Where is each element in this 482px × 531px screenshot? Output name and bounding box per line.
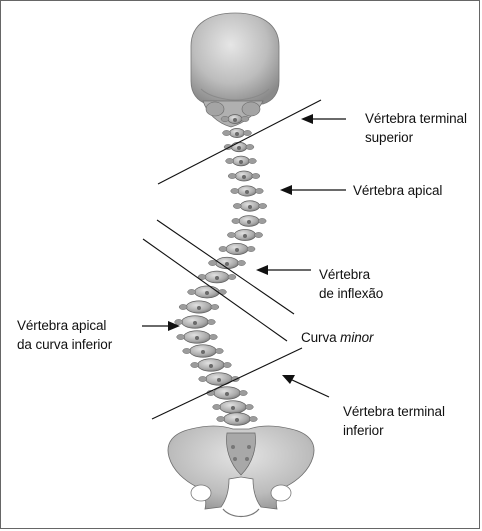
transverse-process [223, 130, 231, 135]
transverse-process [227, 232, 235, 237]
label-apical-inferior: Vértebra apical da curva inferior [17, 316, 112, 354]
transverse-process [239, 390, 247, 395]
pelvis [168, 426, 314, 517]
transverse-process [241, 116, 249, 121]
spinous-process [237, 146, 241, 150]
label-inflexao-line2: de inflexão [319, 284, 383, 303]
label-terminal-superior-line2: superior [365, 128, 467, 147]
label-apical: Vértebra apical [353, 181, 442, 200]
label-apical-inferior-line1: Vértebra apical [17, 316, 112, 335]
label-curva-prefix: Curva [301, 330, 340, 345]
spinous-process [217, 378, 221, 382]
spinous-process [209, 364, 213, 368]
transverse-process [246, 144, 254, 149]
transverse-process [211, 304, 219, 309]
transverse-process [228, 274, 236, 279]
transverse-process [259, 203, 267, 208]
transverse-process [209, 334, 217, 339]
spinous-process [242, 175, 246, 179]
label-curva-minor-text: Curva minor [301, 328, 373, 347]
transverse-process [213, 404, 221, 409]
transverse-process [233, 203, 241, 208]
spinous-process [248, 205, 252, 209]
transverse-process [215, 348, 223, 353]
vertebral-column [175, 115, 267, 426]
spinous-process [195, 336, 199, 340]
spinous-process [193, 321, 197, 325]
spinous-process [225, 392, 229, 396]
label-apical-inferior-line2: da curva inferior [17, 335, 112, 354]
spinous-process [215, 276, 219, 280]
label-inflexao: Vértebra de inflexão [319, 265, 383, 303]
transverse-process [191, 362, 199, 367]
transverse-process [221, 116, 229, 121]
inflection-line-a [157, 220, 294, 314]
label-terminal-superior-line1: Vértebra terminal [365, 109, 467, 128]
label-apical-line1: Vértebra apical [353, 181, 442, 200]
skull [191, 13, 279, 127]
spinous-process [201, 350, 205, 354]
label-curva-emphasis: minor [340, 330, 373, 345]
spinous-process [225, 262, 229, 266]
transverse-process [217, 416, 225, 421]
transverse-process [228, 173, 236, 178]
spinous-process [235, 132, 239, 136]
label-terminal-inferior-line1: Vértebra terminal [343, 402, 445, 421]
transverse-process [252, 173, 260, 178]
spinous-process [245, 190, 249, 194]
transverse-process [199, 376, 207, 381]
transverse-process [247, 246, 255, 251]
spinous-process [243, 234, 247, 238]
transverse-process [255, 232, 263, 237]
transverse-process [232, 218, 240, 223]
spinous-process [239, 160, 243, 164]
transverse-process [188, 289, 196, 294]
transverse-process [179, 304, 187, 309]
transverse-process [238, 260, 246, 265]
transverse-process [249, 416, 257, 421]
transverse-process [243, 130, 251, 135]
transverse-process [223, 362, 231, 367]
transverse-process [248, 158, 256, 163]
spinous-process [233, 118, 237, 122]
spinous-process [235, 418, 239, 422]
transverse-process [245, 404, 253, 409]
transverse-process [175, 319, 183, 324]
label-terminal-inferior: Vértebra terminal inferior [343, 402, 445, 440]
transverse-process [183, 348, 191, 353]
label-curva-minor: Curva minor [301, 328, 373, 347]
spinous-process [231, 406, 235, 410]
transverse-process [177, 334, 185, 339]
spinous-process [235, 248, 239, 252]
transverse-process [209, 260, 217, 265]
spinous-process [205, 291, 209, 295]
transverse-process [226, 158, 234, 163]
label-inflexao-line1: Vértebra [319, 265, 383, 284]
label-terminal-inferior-line2: inferior [343, 421, 445, 440]
transverse-process [255, 188, 263, 193]
spinous-process [247, 220, 251, 224]
transverse-process [219, 246, 227, 251]
transverse-process [207, 319, 215, 324]
label-terminal-superior: Vértebra terminal superior [365, 109, 467, 147]
transverse-process [231, 188, 239, 193]
transverse-process [258, 218, 266, 223]
spinous-process [197, 306, 201, 310]
